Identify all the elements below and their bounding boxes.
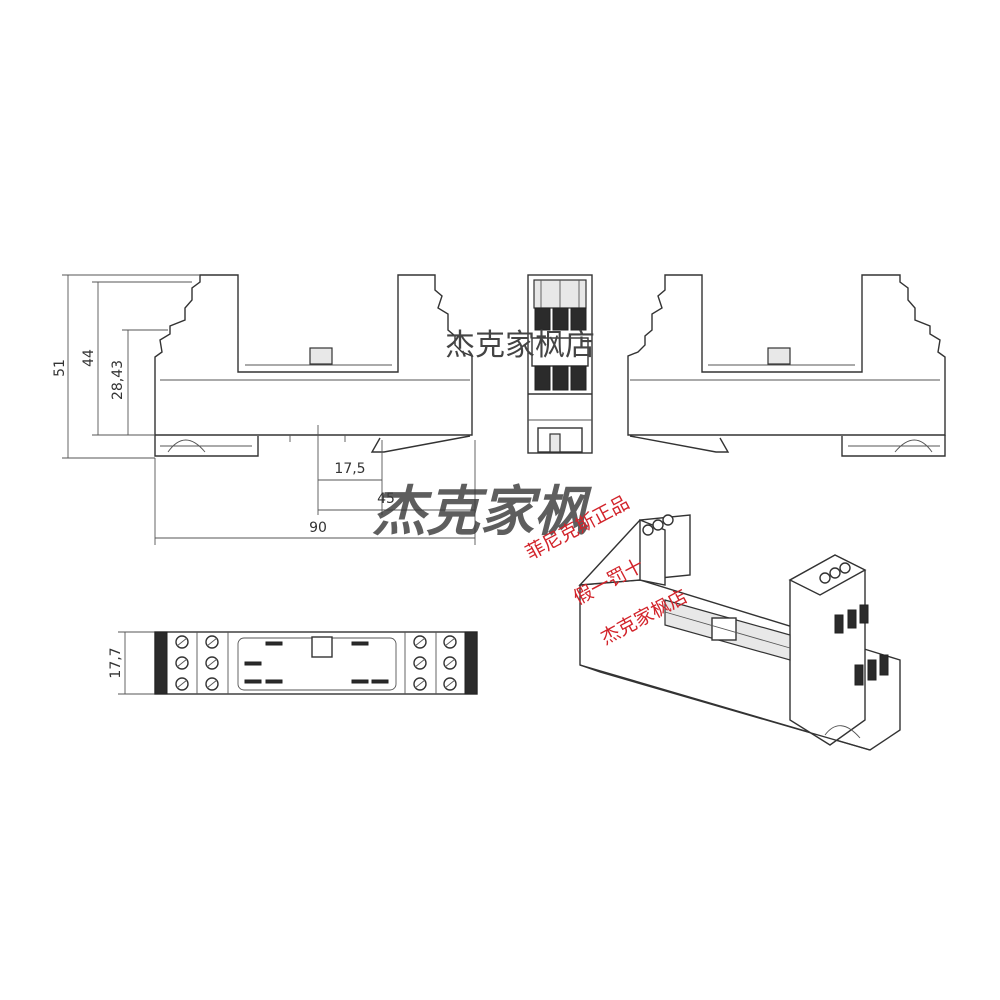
dim-90: 90 [309,520,327,536]
dim-44: 44 [81,349,97,367]
dim-28-43: 28,43 [110,360,126,400]
dimension-lines [62,274,476,695]
dim-17-7: 17,7 [108,647,124,678]
side-view-right [627,274,946,457]
dim-17-5: 17,5 [334,461,365,477]
front-view [527,274,593,454]
dim-51: 51 [52,359,68,377]
side-view-left [154,274,473,457]
watermark-shop-large: 杰克家枫 [372,480,592,543]
watermark-shop-small: 杰克家枫店 [445,328,595,363]
isometric-view [578,514,901,751]
top-view [154,631,478,695]
screw-terminals [175,635,457,691]
dim-45: 45 [377,491,395,507]
